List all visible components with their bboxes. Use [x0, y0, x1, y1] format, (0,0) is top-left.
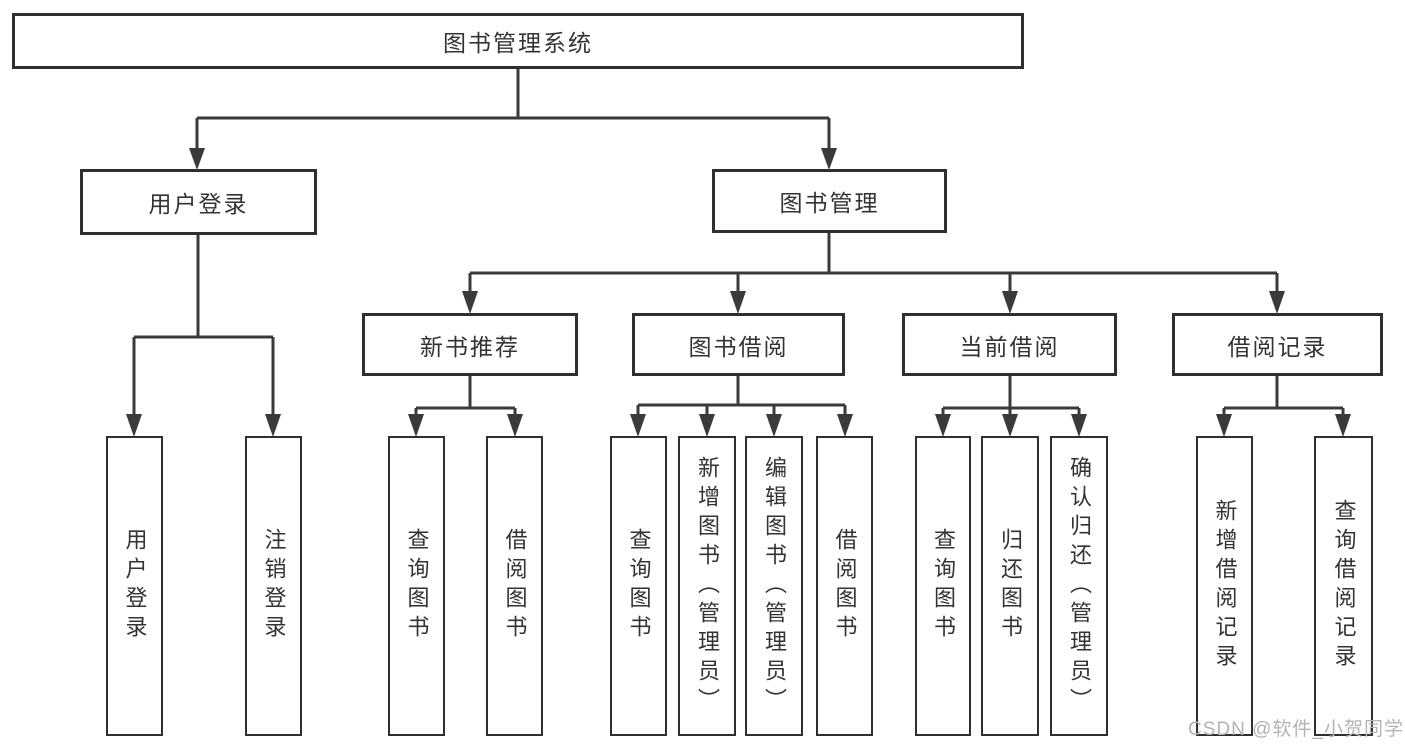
leaf-add-borrowing-record-label: 新增借阅记录 [1212, 499, 1238, 673]
node-new-book-recommendation: 新书推荐 [362, 313, 578, 376]
leaf-logout-label: 注销登录 [261, 528, 287, 644]
leaf-query-books-current: 查询图书 [915, 436, 971, 736]
leaf-query-books-current-label: 查询图书 [931, 528, 956, 644]
leaf-query-books-borrowing: 查询图书 [610, 436, 667, 736]
leaf-edit-books-admin: 编辑图书（管理员） [745, 436, 803, 736]
connector-root-to-level2 [189, 69, 837, 170]
connector-new-book-children [408, 376, 523, 437]
node-book-management: 图书管理 [712, 169, 947, 233]
node-book-borrowing: 图书借阅 [632, 313, 845, 376]
node-root-library-management-system: 图书管理系统 [12, 13, 1024, 69]
connector-borrowing-records-children [1216, 376, 1351, 437]
node-borrowing-records: 借阅记录 [1172, 313, 1383, 376]
leaf-add-books-admin: 新增图书（管理员） [678, 436, 736, 736]
leaf-logout: 注销登录 [245, 436, 302, 736]
leaf-user-login-label: 用户登录 [122, 528, 148, 644]
leaf-add-books-admin-label: 新增图书（管理员） [695, 455, 720, 717]
leaf-user-login: 用户登录 [106, 436, 163, 736]
leaf-return-books-label: 归还图书 [998, 528, 1023, 644]
leaf-borrow-books-label: 借阅图书 [832, 528, 858, 644]
leaf-borrow-books-recommend-label: 借阅图书 [502, 528, 528, 644]
leaf-query-books-recommend-label: 查询图书 [404, 528, 430, 644]
node-current-borrowing: 当前借阅 [902, 313, 1117, 376]
connector-book-management-children [462, 233, 1285, 314]
connector-book-borrowing-children [630, 376, 853, 437]
leaf-borrow-books: 借阅图书 [816, 436, 873, 736]
node-user-login: 用户登录 [80, 169, 317, 235]
leaf-query-books-recommend: 查询图书 [388, 436, 445, 736]
leaf-query-borrowing-record-label: 查询借阅记录 [1331, 499, 1357, 673]
connector-current-borrowing-children [935, 376, 1087, 437]
connector-user-login-children [126, 235, 281, 437]
leaf-query-books-borrowing-label: 查询图书 [626, 528, 652, 644]
leaf-borrow-books-recommend: 借阅图书 [486, 436, 543, 736]
leaf-confirm-return-admin: 确认归还（管理员） [1050, 436, 1108, 736]
leaf-edit-books-admin-label: 编辑图书（管理员） [762, 455, 787, 717]
leaf-query-borrowing-record: 查询借阅记录 [1314, 436, 1373, 736]
leaf-add-borrowing-record: 新增借阅记录 [1196, 436, 1253, 736]
leaf-return-books: 归还图书 [981, 436, 1039, 736]
leaf-confirm-return-admin-label: 确认归还（管理员） [1067, 455, 1092, 717]
